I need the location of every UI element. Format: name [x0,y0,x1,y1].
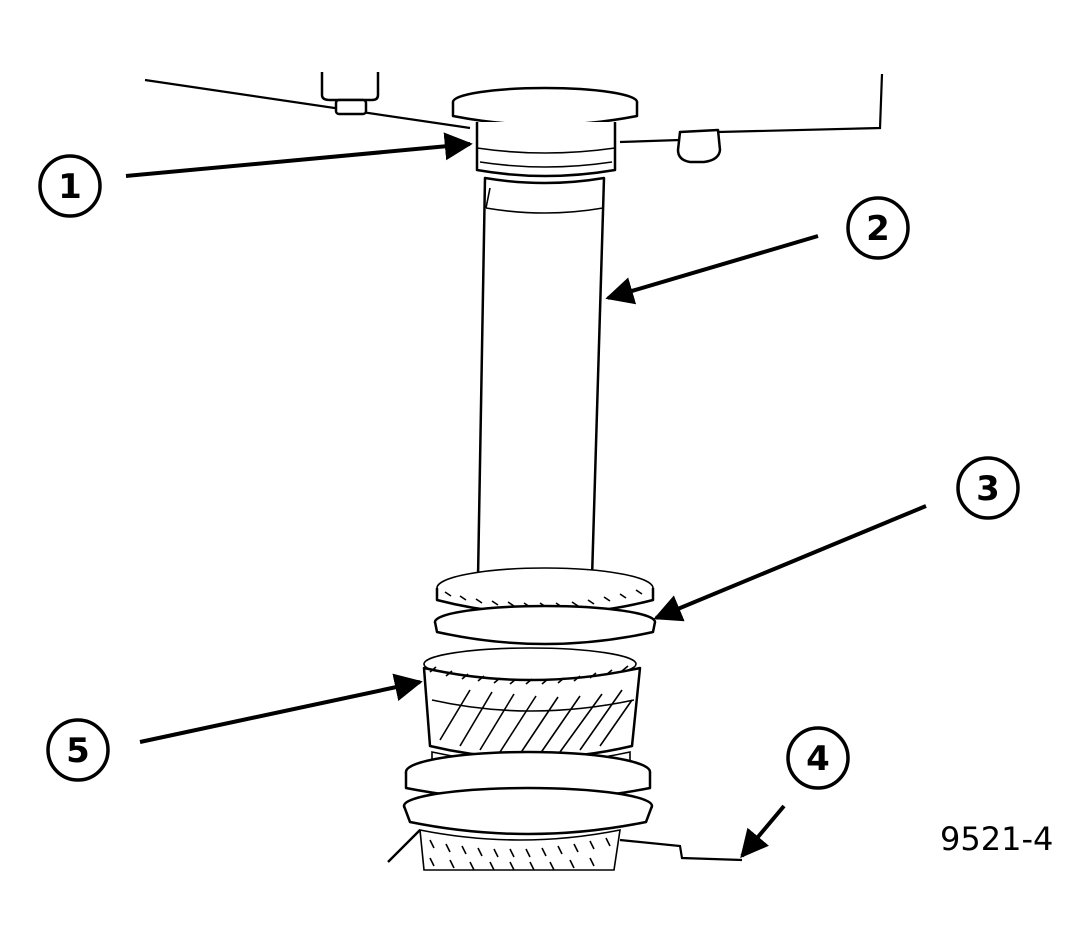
press-ram-collar [451,86,639,178]
press-frame [144,72,884,164]
callout-5-label: 5 [66,731,90,771]
leader-2 [605,234,819,305]
right-bolt [676,128,722,164]
callout-3-label: 3 [976,469,1000,509]
callout-3: 3 [956,456,1020,520]
callout-2-label: 2 [866,209,890,249]
callout-2: 2 [846,196,910,260]
callout-1-label: 1 [58,167,82,207]
synchronizer-ring [433,567,657,646]
callout-5: 5 [46,718,110,782]
left-bolt [320,72,380,116]
callout-4: 4 [786,726,850,790]
installer-tube [476,176,606,586]
lower-flange [402,750,654,836]
leader-lines [125,132,927,859]
main-shaft-bottom [387,828,743,871]
leader-5 [139,673,423,744]
callout-1: 1 [38,154,102,218]
callout-4-label: 4 [806,739,830,779]
figure-reference-code: 9521-4 [940,820,1053,858]
helical-gear [422,647,642,760]
leader-1 [125,132,473,178]
leader-3 [653,504,927,622]
leader-4 [740,804,786,859]
